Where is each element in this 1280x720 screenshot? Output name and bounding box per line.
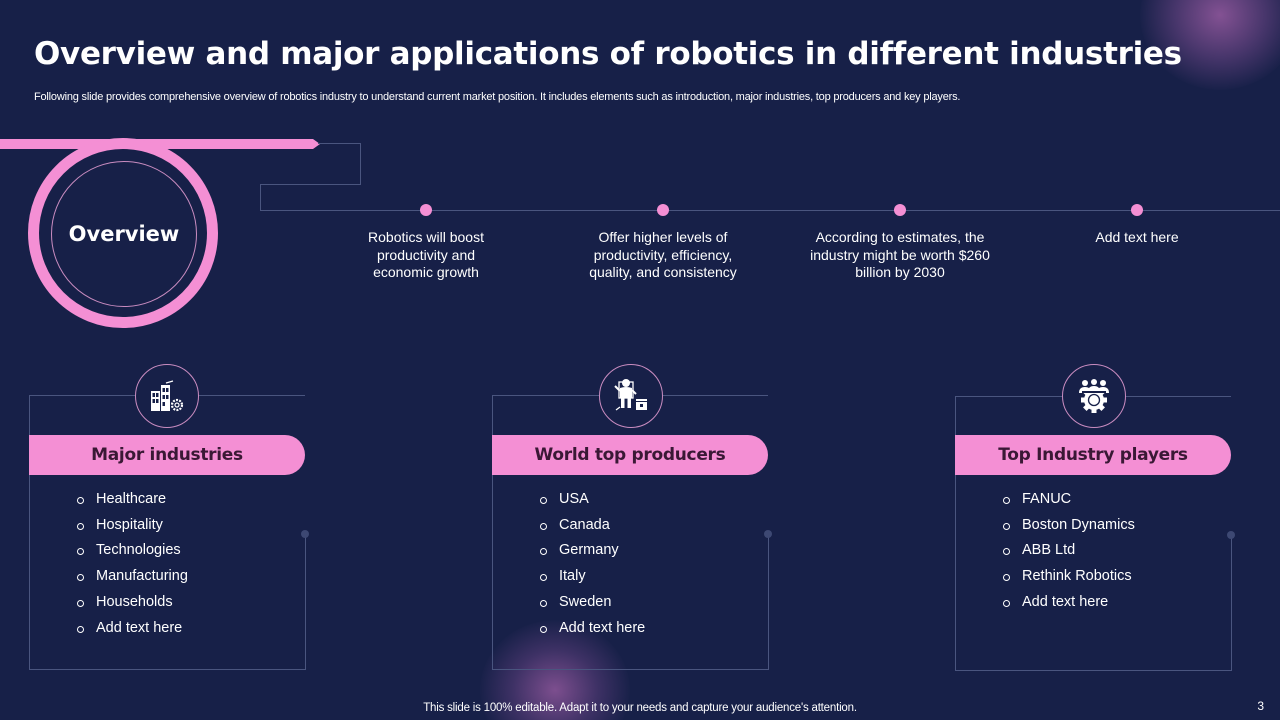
timeline-dot — [894, 204, 906, 216]
timeline-dot — [657, 204, 669, 216]
page-number: 3 — [1257, 699, 1264, 713]
list-item: Add text here — [75, 615, 188, 641]
card-side-dot — [764, 530, 772, 538]
industries-list: Healthcare Hospitality Technologies Manu… — [75, 486, 188, 641]
list-item: Add text here — [1001, 589, 1135, 615]
list-item: FANUC — [1001, 486, 1135, 512]
card-side-dot — [301, 530, 309, 538]
bullet-icon — [1003, 600, 1010, 608]
list-item: Canada — [538, 512, 645, 538]
card-header-pill: Major industries — [29, 435, 305, 475]
card-header-pill: World top producers — [492, 435, 768, 475]
connector-line — [260, 184, 361, 211]
bullet-icon — [1003, 496, 1010, 504]
list-item: Germany — [538, 538, 645, 564]
bullet-icon — [77, 574, 84, 582]
timeline-dot — [420, 204, 432, 216]
team-gear-icon — [1062, 364, 1126, 428]
overview-badge: Overview — [51, 161, 197, 307]
list-item: Manufacturing — [75, 563, 188, 589]
list-item: Sweden — [538, 589, 645, 615]
page-subtitle: Following slide provides comprehensive o… — [34, 91, 961, 103]
list-item: ABB Ltd — [1001, 538, 1135, 564]
overview-point: Offer higher levels of productivity, eff… — [589, 229, 737, 280]
card-title: Top Industry players — [998, 445, 1188, 465]
bullet-icon — [77, 600, 84, 608]
bullet-icon — [540, 548, 547, 556]
card-header-pill: Top Industry players — [955, 435, 1231, 475]
bullet-icon — [1003, 574, 1010, 582]
bullet-icon — [540, 496, 547, 504]
timeline-line — [260, 210, 1280, 211]
overview-point: Robotics will boost productivity and eco… — [368, 229, 484, 280]
list-item: Hospitality — [75, 512, 188, 538]
bullet-icon — [77, 522, 84, 530]
bullet-icon — [540, 574, 547, 582]
overview-label: Overview — [68, 222, 180, 246]
bullet-icon — [77, 625, 84, 633]
list-item: USA — [538, 486, 645, 512]
list-item: Boston Dynamics — [1001, 512, 1135, 538]
overview-ring — [28, 138, 218, 328]
bullet-icon — [540, 625, 547, 633]
bullet-icon — [77, 548, 84, 556]
list-item: Technologies — [75, 538, 188, 564]
bullet-icon — [1003, 548, 1010, 556]
page-title: Overview and major applications of robot… — [34, 36, 1182, 72]
bullet-icon — [77, 496, 84, 504]
factory-gear-icon — [135, 364, 199, 428]
card-title: World top producers — [534, 445, 726, 465]
list-item: Healthcare — [75, 486, 188, 512]
card-title: Major industries — [91, 445, 243, 465]
bullet-icon — [540, 600, 547, 608]
list-item: Rethink Robotics — [1001, 563, 1135, 589]
list-item: Households — [75, 589, 188, 615]
bullet-icon — [1003, 522, 1010, 530]
card-side-line — [768, 535, 769, 670]
card-side-dot — [1227, 531, 1235, 539]
players-list: FANUC Boston Dynamics ABB Ltd Rethink Ro… — [1001, 486, 1135, 615]
list-item: Add text here — [538, 615, 645, 641]
list-item: Italy — [538, 563, 645, 589]
overview-point: According to estimates, the industry mig… — [810, 229, 990, 280]
card-side-line — [1231, 536, 1232, 671]
robot-producer-icon — [599, 364, 663, 428]
producers-list: USA Canada Germany Italy Sweden Add text… — [538, 486, 645, 641]
footer-note: This slide is 100% editable. Adapt it to… — [423, 702, 857, 714]
card-side-line — [305, 535, 306, 670]
bullet-icon — [540, 522, 547, 530]
connector-line — [318, 143, 361, 185]
overview-point: Add text here — [1095, 229, 1179, 245]
overview-accent-bar — [0, 139, 320, 149]
timeline-dot — [1131, 204, 1143, 216]
